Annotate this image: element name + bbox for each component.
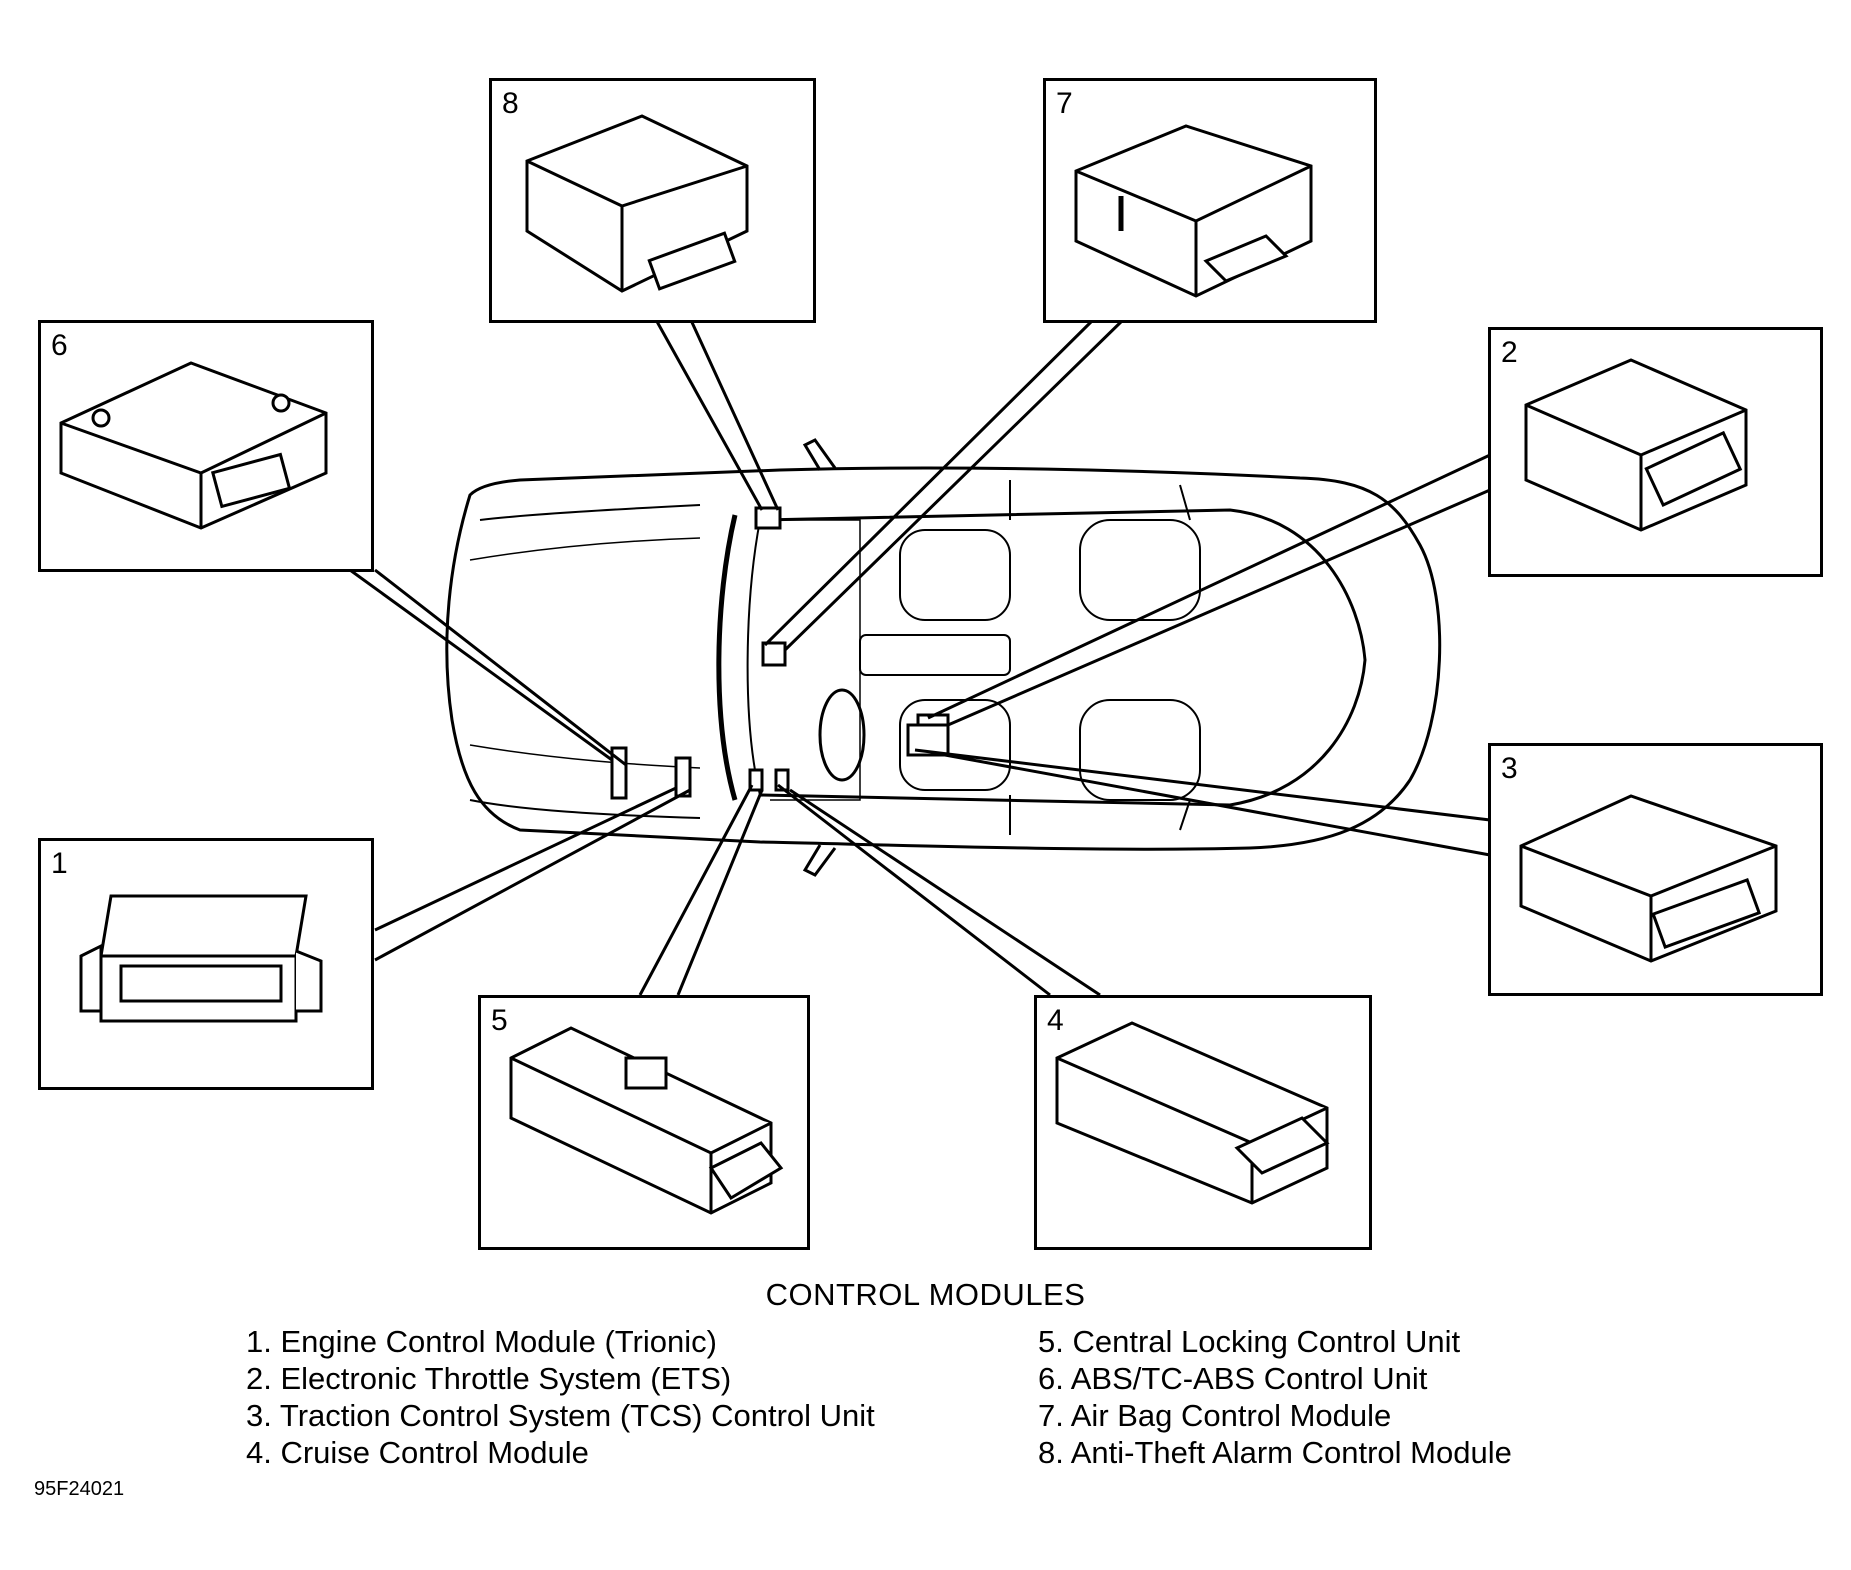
central-locking-unit-illustration bbox=[509, 1026, 784, 1215]
callout-line-1 bbox=[374, 786, 691, 962]
electronic-throttle-module-illustration bbox=[1524, 358, 1748, 532]
location-marker-7 bbox=[761, 641, 787, 667]
diagram-title: CONTROL MODULES bbox=[765, 1277, 1086, 1312]
figure-id: 95F24021 bbox=[34, 1478, 125, 1500]
module-panel-7: 7 bbox=[1043, 78, 1377, 323]
legend-item-7: 7. Air Bag Control Module bbox=[1038, 1398, 1392, 1433]
module-panel-5: 5 bbox=[478, 995, 810, 1250]
anti-theft-alarm-module-illustration bbox=[525, 114, 749, 293]
cruise-control-module-illustration bbox=[1055, 1021, 1330, 1205]
abs-module-illustration bbox=[59, 361, 328, 530]
module-panel-6: 6 bbox=[38, 320, 374, 572]
legend-item-1: 1. Engine Control Module (Trionic) bbox=[246, 1324, 717, 1359]
location-marker-1 bbox=[674, 756, 692, 798]
callout-lines bbox=[349, 316, 1491, 997]
legend-left-column: 1. Engine Control Module (Trionic) 2. El… bbox=[246, 1323, 875, 1471]
legend-item-3: 3. Traction Control System (TCS) Control… bbox=[246, 1398, 875, 1433]
right-mirror bbox=[802, 844, 837, 877]
location-marker-5 bbox=[748, 768, 764, 792]
panel-number: 3 bbox=[1501, 752, 1518, 785]
legend-item-5: 5. Central Locking Control Unit bbox=[1038, 1324, 1461, 1359]
module-location-markers bbox=[610, 506, 950, 800]
module-panel-4: 4 bbox=[1034, 995, 1372, 1250]
panel-number: 1 bbox=[51, 847, 68, 880]
callout-line-7 bbox=[763, 316, 1127, 652]
car-body-outline bbox=[445, 466, 1442, 851]
legend-item-6: 6. ABS/TC-ABS Control Unit bbox=[1038, 1361, 1428, 1396]
legend-right-column: 5. Central Locking Control Unit 6. ABS/T… bbox=[1038, 1323, 1512, 1471]
module-panel-8: 8 bbox=[489, 78, 816, 323]
panel-number: 4 bbox=[1047, 1004, 1064, 1037]
module-panel-3: 3 bbox=[1488, 743, 1823, 996]
panel-number: 8 bbox=[502, 87, 519, 120]
panel-number: 7 bbox=[1056, 87, 1073, 120]
car-top-view bbox=[445, 438, 1442, 877]
callout-line-8 bbox=[653, 317, 780, 511]
callout-line-6 bbox=[349, 568, 627, 767]
callout-line-5 bbox=[638, 784, 764, 996]
panel-number: 5 bbox=[491, 1004, 508, 1037]
panel-number: 2 bbox=[1501, 336, 1518, 369]
location-marker-3 bbox=[906, 723, 950, 757]
module-panel-1: 1 bbox=[38, 838, 374, 1090]
callout-line-4 bbox=[777, 783, 1101, 997]
module-panel-2: 2 bbox=[1488, 327, 1823, 577]
engine-control-module-illustration bbox=[79, 894, 323, 1023]
location-marker-8 bbox=[754, 506, 782, 530]
legend-item-2: 2. Electronic Throttle System (ETS) bbox=[246, 1361, 732, 1396]
windshield bbox=[716, 514, 738, 801]
panel-number: 6 bbox=[51, 329, 68, 362]
callout-line-3 bbox=[914, 748, 1491, 857]
callout-line-2 bbox=[927, 453, 1491, 727]
legend-item-4: 4. Cruise Control Module bbox=[246, 1435, 589, 1470]
left-mirror bbox=[802, 438, 837, 471]
traction-control-unit-illustration bbox=[1519, 794, 1778, 963]
air-bag-module-illustration bbox=[1074, 124, 1313, 298]
legend-item-8: 8. Anti-Theft Alarm Control Module bbox=[1038, 1435, 1512, 1470]
